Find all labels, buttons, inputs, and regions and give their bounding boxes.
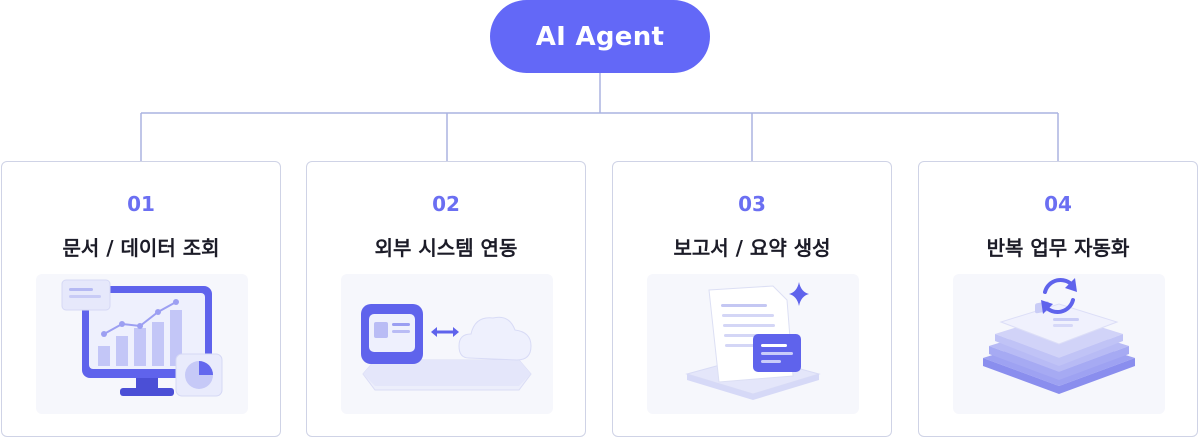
monitor-chart-icon (36, 274, 248, 414)
ai-agent-node: AI Agent (490, 0, 710, 73)
card-number: 01 (127, 192, 155, 216)
card-document-data-query: 01 문서 / 데이터 조회 (1, 161, 281, 437)
card-title: 반복 업무 자동화 (986, 236, 1130, 260)
ai-agent-label: AI Agent (535, 21, 665, 52)
card-title: 보고서 / 요약 생성 (673, 236, 831, 260)
card-number: 04 (1044, 192, 1072, 216)
card-title: 문서 / 데이터 조회 (62, 236, 220, 260)
stacked-automation-icon (953, 274, 1165, 414)
report-document-icon (647, 274, 859, 414)
card-external-system-integration: 02 외부 시스템 연동 (306, 161, 586, 437)
system-cloud-sync-icon (341, 274, 553, 414)
card-report-summary-generation: 03 보고서 / 요약 생성 (612, 161, 892, 437)
card-repetitive-task-automation: 04 반복 업무 자동화 (918, 161, 1198, 437)
card-number: 02 (432, 192, 460, 216)
card-number: 03 (738, 192, 766, 216)
card-title: 외부 시스템 연동 (374, 236, 518, 260)
